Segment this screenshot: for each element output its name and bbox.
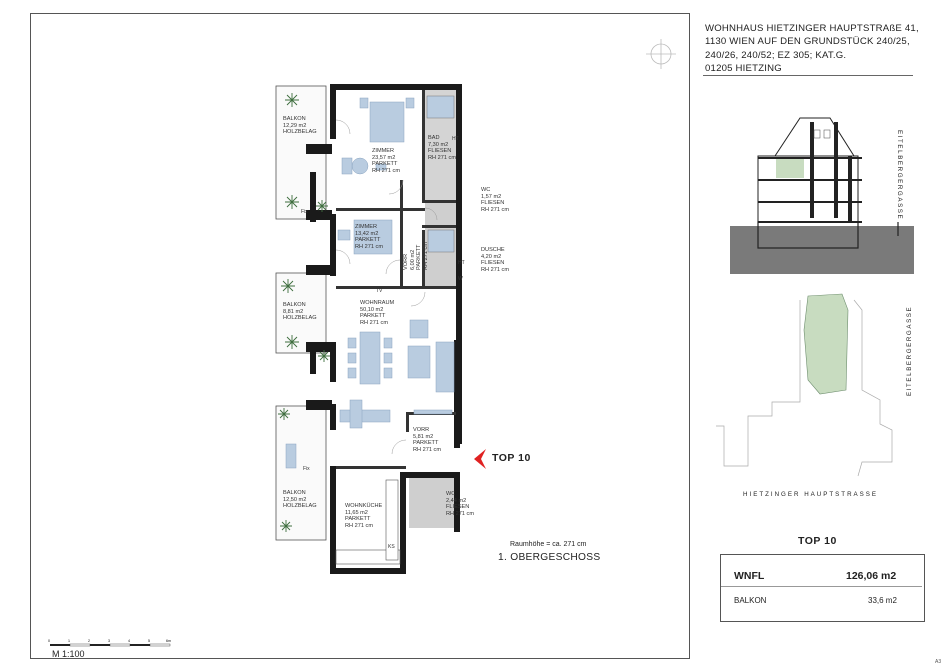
room-height-note: Raumhöhe = ca. 271 cm (510, 541, 587, 548)
fixture-ht-1: HT (452, 136, 459, 142)
room-bad: BAD 7,30 m2 FLIESEN RH 271 cm (428, 135, 456, 161)
scale-tick: 1 (68, 639, 70, 643)
address-line: WOHNHAUS HIETZINGER HAUPTSTRAßE 41, (705, 23, 919, 34)
floor-name: 1. OBERGESCHOSS (498, 552, 601, 563)
room-vorr-1: VORR 6,00 m2 PARKETT RH 271 cm (403, 242, 429, 270)
address-divider (703, 75, 913, 76)
area-divider (721, 586, 922, 587)
balkon-value: 33,6 m2 (868, 596, 897, 605)
room-vorr-2: VORR 5,81 m2 PARKETT RH 271 cm (413, 427, 441, 453)
room-zimmer-1: ZIMMER 23,57 m2 PARKETT RH 271 cm (372, 148, 400, 174)
room-wc-2: WC 2,44 m2 FLIESEN RH 271 cm (446, 491, 474, 517)
scale-label: M 1:100 (52, 649, 85, 659)
address-line: 1130 WIEN AUF DEN GRUNDSTÜCK 240/25, (705, 36, 910, 48)
scale-tick: 0 (48, 639, 50, 643)
street-label-plan: EITELBERGERGASSE (906, 305, 913, 396)
unit-marker: TOP 10 (492, 452, 531, 464)
fixture-w: W (458, 276, 463, 282)
address-block: WOHNHAUS HIETZINGER HAUPTSTRAßE 41, 1130… (705, 22, 919, 75)
wnfl-label: WNFL (734, 570, 765, 582)
scale-tick: 4 (128, 639, 130, 643)
room-balkon-1: BALKON 12,29 m2 HOLZBELAG (283, 116, 317, 136)
wnfl-value: 126,06 m2 (846, 570, 897, 582)
fixture-fix-1: Fix (301, 209, 308, 215)
scale-tick: 6m (166, 639, 171, 643)
balcony-3 (275, 405, 327, 541)
plan-frame (30, 13, 690, 659)
building-section (730, 117, 914, 274)
scale-tick: 2 (88, 639, 90, 643)
entrance-arrow-icon (474, 449, 486, 469)
room-zimmer-2: ZIMMER 13,42 m2 PARKETT RH 271 cm (355, 224, 383, 250)
area-summary-box (720, 554, 925, 622)
fixture-ks: KS (388, 544, 395, 550)
fixture-fix-2: Fix (303, 466, 310, 472)
north-arrow-icon (646, 39, 676, 69)
address-line: 240/26, 240/52; EZ 305; KAT.G. (705, 49, 847, 61)
fixture-ht-2: HT (458, 260, 465, 266)
room-dusche: DUSCHE 4,20 m2 FLIESEN RH 271 cm (481, 247, 509, 273)
sheet-format: A3 (935, 659, 942, 665)
balkon-label: BALKON (734, 596, 767, 605)
street-label-bottom: HIETZINGER HAUPTSTRASSE (743, 491, 879, 498)
room-balkon-3: BALKON 12,50 m2 HOLZBELAG (283, 490, 317, 510)
fixture-tv: TV (376, 288, 383, 294)
floor-plan (275, 84, 462, 574)
scale-tick: 5 (148, 639, 150, 643)
room-balkon-2: BALKON 8,81 m2 HOLZBELAG (283, 302, 317, 322)
room-wohnkueche: WOHNKÜCHE 11,65 m2 PARKETT RH 271 cm (345, 503, 383, 529)
summary-title: TOP 10 (798, 535, 837, 547)
scale-tick: 3 (108, 639, 110, 643)
scale-bar: 0 1 2 3 4 5 6m (48, 639, 171, 647)
room-wc-1: WC 1,57 m2 FLIESEN RH 271 cm (481, 187, 509, 213)
address-line: 01205 HIETZING (705, 62, 782, 74)
site-plan (716, 293, 893, 477)
street-label-section: EITELBERGERGASSE (896, 130, 903, 221)
room-wohnraum: WOHNRAUM 50,10 m2 PARKETT RH 271 cm (360, 300, 395, 326)
